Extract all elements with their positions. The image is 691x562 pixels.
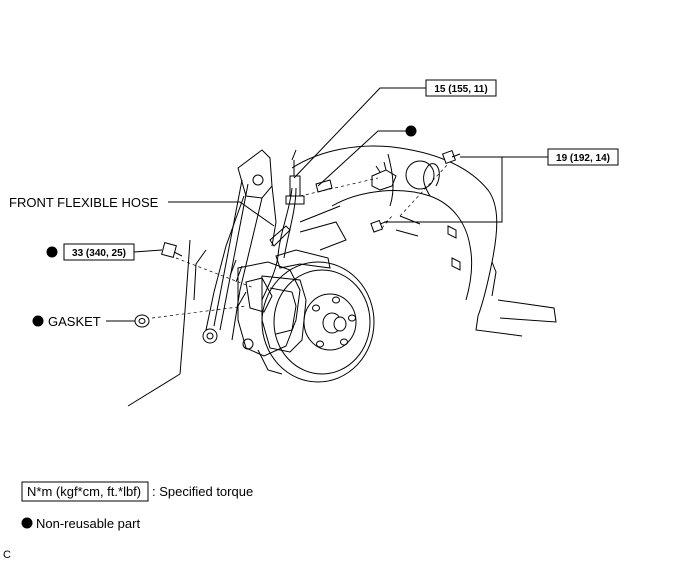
legend-nonreusable-description: Non-reusable part [36, 516, 140, 531]
bolt-upper-right [441, 149, 461, 165]
nonreusable-marker-left-bolt [46, 246, 58, 258]
legend-nonreusable-marker [21, 517, 33, 529]
torque-callout-left-text: 33 (340, 25) [72, 248, 126, 259]
gasket-part [134, 314, 150, 328]
union-bolt-left [161, 242, 183, 258]
front-flexible-hose-label: FRONT FLEXIBLE HOSE [9, 195, 159, 210]
torque-callout-left: 33 (340, 25) [63, 243, 135, 261]
legend-torque-description: : Specified torque [152, 484, 253, 499]
figure-code: C [3, 549, 11, 561]
torque-callout-right-text: 19 (192, 14) [556, 153, 610, 164]
gasket-label: GASKET [48, 314, 101, 329]
torque-callout-right: 19 (192, 14) [547, 148, 619, 166]
nonreusable-marker-top [405, 125, 417, 137]
bolt-lower-right [370, 219, 389, 233]
legend: N*m (kgf*cm, ft.*lbf) : Specified torque… [21, 481, 253, 531]
vehicle-line-art [127, 145, 557, 407]
leader-lines [106, 87, 548, 322]
torque-callout-upper: 15 (155, 11) [425, 79, 497, 97]
legend-torque-box-label: N*m (kgf*cm, ft.*lbf) [27, 484, 141, 499]
torque-callout-upper-text: 15 (155, 11) [434, 84, 487, 95]
nonreusable-marker-gasket [32, 315, 44, 327]
